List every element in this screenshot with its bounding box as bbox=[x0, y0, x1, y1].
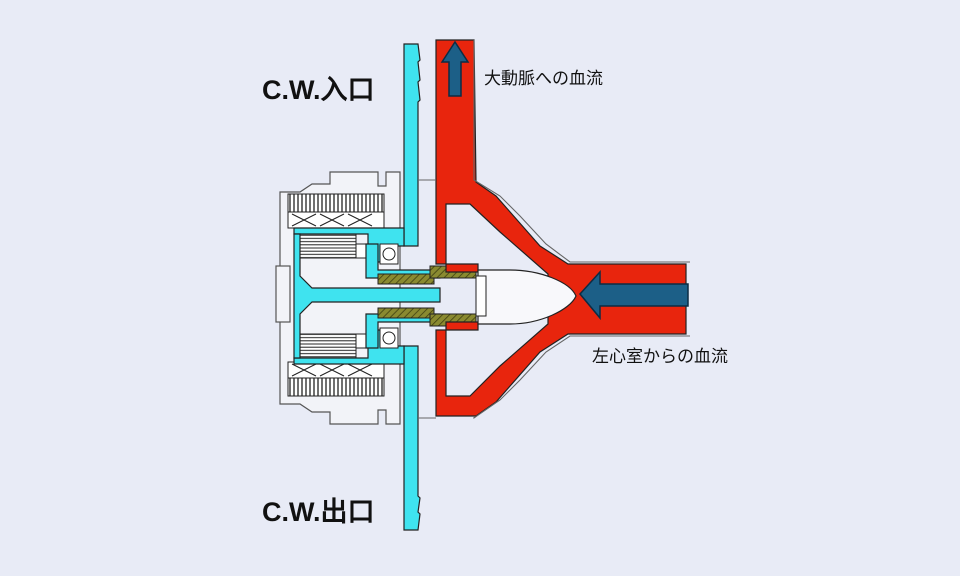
aorta-flow-label: 大動脈への血流 bbox=[484, 69, 603, 89]
cw-inlet-label: C.W.入口 bbox=[262, 75, 375, 105]
stator-coil-top bbox=[287, 193, 385, 229]
cw-outlet-label: C.W.出口 bbox=[262, 497, 375, 527]
impeller-nose-cone bbox=[477, 269, 577, 325]
left-ventricle-flow-label: 左心室からの血流 bbox=[592, 347, 728, 367]
bearing-bottom bbox=[379, 327, 399, 349]
rotor-magnet-top bbox=[299, 231, 367, 259]
pump-head-outline bbox=[418, 40, 690, 420]
stator-coil-bottom bbox=[287, 361, 385, 397]
left-ventricle-flow-arrow bbox=[579, 270, 689, 321]
blood-flow-path bbox=[435, 39, 687, 417]
bearing-top bbox=[379, 243, 399, 265]
impeller-hub bbox=[475, 275, 487, 317]
rotor-magnet-bottom bbox=[299, 333, 367, 361]
aorta-flow-arrow bbox=[440, 40, 470, 97]
